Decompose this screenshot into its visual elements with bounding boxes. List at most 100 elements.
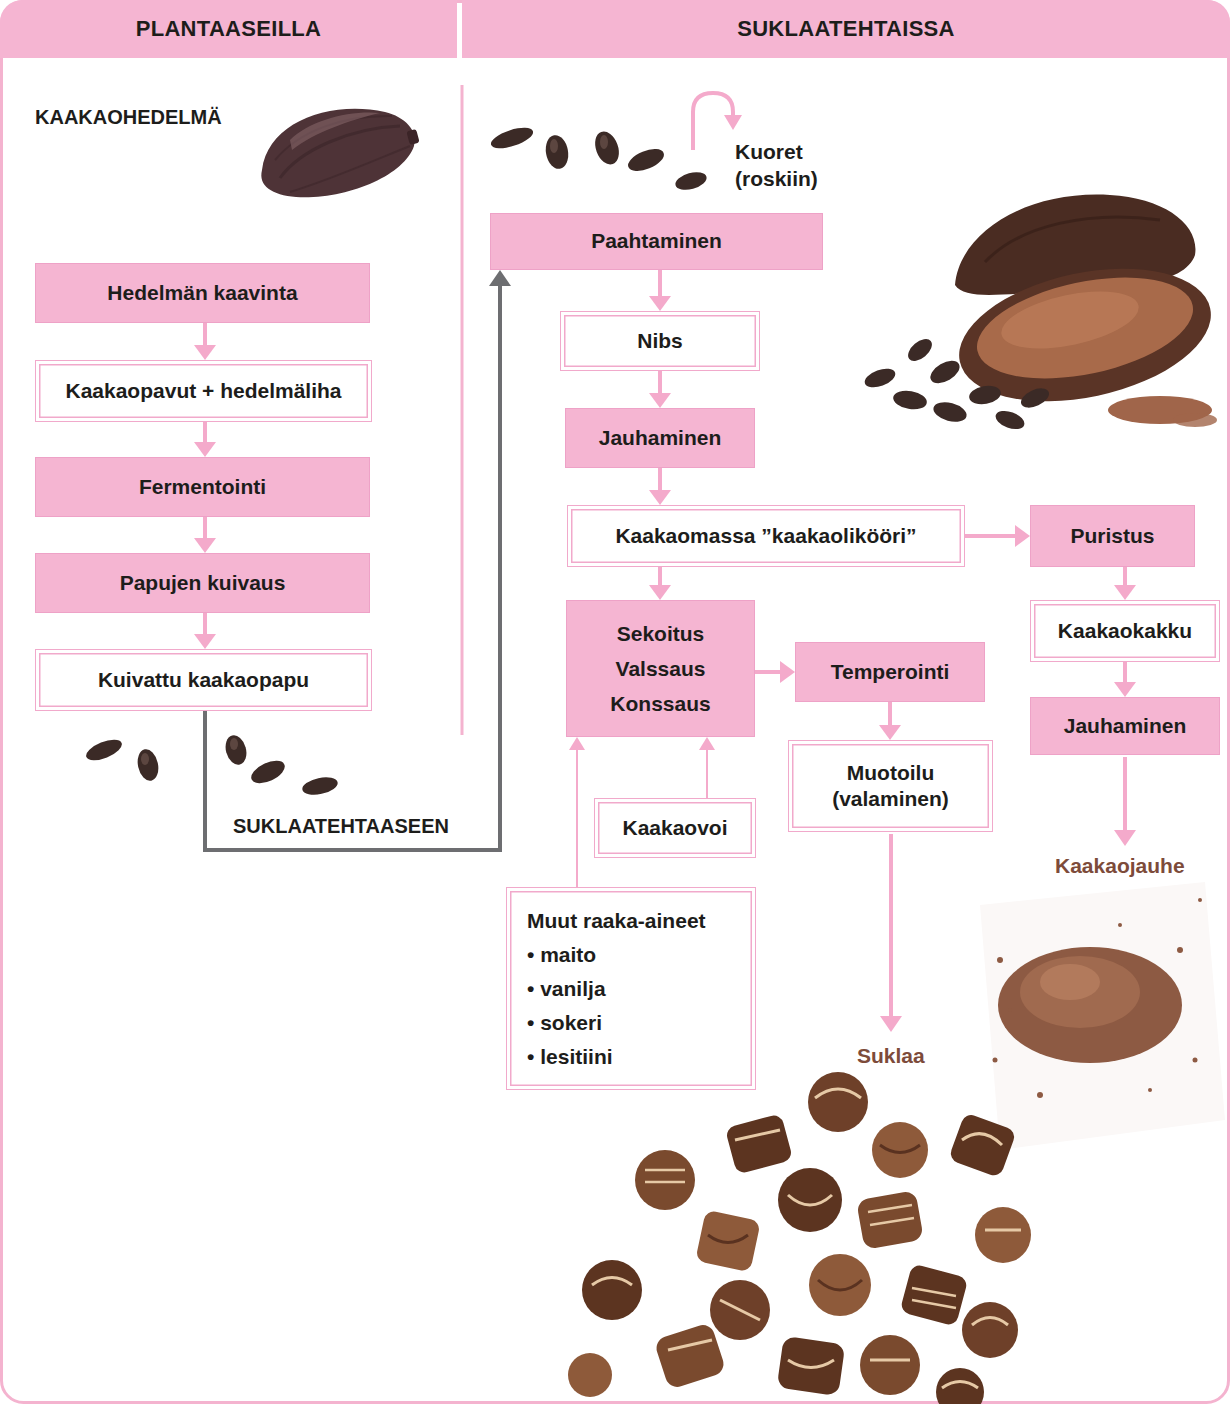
- product-box: Muotoilu (valaminen): [788, 740, 993, 832]
- flow-arrow: [699, 737, 715, 798]
- chocolates: [635, 1150, 695, 1210]
- cocoa-powder: [1177, 947, 1183, 953]
- arrow-head: [194, 538, 216, 553]
- process-step: Fermentointi: [35, 457, 370, 517]
- product-arrow: [889, 834, 893, 1018]
- box-label: Nibs: [637, 328, 683, 354]
- process-step: Temperointi: [795, 642, 985, 702]
- cocoa-bean: [489, 124, 536, 153]
- box-label: SUKLAATEHTAISSA: [737, 15, 955, 43]
- cocoa-powder: [1118, 923, 1122, 927]
- cocoa-bean: [222, 733, 249, 767]
- flow-arrow: [569, 737, 585, 887]
- column-divider: [461, 85, 464, 735]
- chocolates: [962, 1134, 1002, 1145]
- chocolates: [962, 1302, 1018, 1358]
- box-label: Kaakaokakku: [1058, 618, 1192, 644]
- connector-line: [203, 323, 207, 345]
- product-box: Nibs: [560, 311, 760, 371]
- box-label: PLANTAASEILLA: [136, 15, 322, 43]
- product-arrow: [1123, 757, 1127, 832]
- connector-line: [658, 270, 662, 296]
- flow-arrow: [649, 371, 671, 408]
- flow-arrow: [879, 702, 901, 740]
- chocolates: [668, 1340, 712, 1350]
- cocoa-fruit: [261, 109, 414, 197]
- connector-line: [706, 750, 708, 798]
- flow-arrow: [649, 270, 671, 311]
- chocolates: [735, 1130, 780, 1140]
- arrow-head: [569, 737, 585, 750]
- connector-line: [888, 702, 892, 725]
- flow-arrow: [649, 567, 671, 600]
- product-label: Kaakaojauhe: [1055, 852, 1185, 879]
- connector-line: [203, 422, 207, 442]
- cocoa-powder: [1148, 1088, 1152, 1092]
- chocolates: [868, 1205, 914, 1225]
- chocolates: [972, 1318, 1008, 1326]
- chocolates: [778, 1168, 842, 1232]
- opened-cocoa-pod: [927, 356, 964, 388]
- column-header: SUKLAATEHTAISSA: [462, 0, 1230, 58]
- opened-cocoa-pod: [892, 388, 929, 412]
- process-step: Jauhaminen: [1030, 697, 1220, 755]
- cocoa-powder: [993, 1058, 998, 1063]
- box-label: Temperointi: [831, 659, 950, 685]
- chocolates: [870, 1359, 910, 1362]
- box-label: Konssaus: [610, 686, 710, 721]
- chocolates: [568, 1072, 1031, 1404]
- box-label: Sekoitus: [617, 616, 705, 651]
- chocolates: [582, 1260, 642, 1320]
- opened-cocoa-pod: [968, 260, 1202, 396]
- cocoa-bean: [135, 747, 161, 782]
- chocolates: [695, 1210, 761, 1273]
- list-item: • vanilja: [527, 972, 606, 1006]
- cocoa-powder: [1040, 964, 1100, 1000]
- connector-line: [658, 567, 662, 585]
- chocolates: [912, 1288, 956, 1308]
- opened-cocoa-pod: [993, 407, 1027, 432]
- box-label: Puristus: [1070, 523, 1154, 549]
- flow-arrow: [1114, 567, 1136, 600]
- cocoa-fruit: [261, 109, 419, 197]
- chocolates: [592, 1278, 632, 1286]
- cocoa-powder: [1193, 1058, 1198, 1063]
- cocoa-bean: [673, 169, 708, 193]
- chocolates: [872, 1122, 928, 1178]
- product-box: Kaakaomassa ”kaakaolikööri”: [567, 505, 965, 567]
- column-header: PLANTAASEILLA: [0, 0, 457, 58]
- shell-arrow: [693, 93, 742, 150]
- chocolates: [809, 1254, 871, 1316]
- chocolates: [942, 1382, 978, 1389]
- cocoa-powder: [1020, 956, 1140, 1028]
- list-item: • sokeri: [527, 1006, 602, 1040]
- product-arrow: [880, 1016, 902, 1032]
- opened-cocoa-pod: [947, 248, 1223, 423]
- opened-cocoa-pod: [931, 399, 969, 425]
- opened-cocoa-pod: [862, 195, 1223, 433]
- chocolates: [720, 1300, 760, 1320]
- cocoa-powder: [980, 882, 1225, 1150]
- list-item: • lesitiini: [527, 1040, 613, 1074]
- connector-line: [965, 534, 1015, 538]
- opened-cocoa-pod: [862, 365, 898, 391]
- opened-cocoa-pod: [1173, 413, 1217, 427]
- arrow-head: [194, 442, 216, 457]
- cocoa-bean: [83, 733, 339, 798]
- process-step: Jauhaminen: [565, 408, 755, 468]
- cocoa-bean: [591, 128, 623, 167]
- chocolates: [818, 1280, 862, 1290]
- cocoa-bean: [625, 145, 667, 176]
- connector-line: [658, 468, 662, 490]
- arrow-head: [649, 585, 671, 600]
- connector-label: SUKLAATEHTAASEEN: [231, 815, 451, 838]
- box-label: Hedelmän kaavinta: [107, 280, 297, 306]
- opened-cocoa-pod: [985, 217, 1160, 262]
- flow-arrow: [649, 468, 671, 505]
- box-label: Paahtaminen: [591, 228, 722, 254]
- chocolates: [815, 1089, 861, 1098]
- box-label: Kaakaovoi: [622, 815, 727, 841]
- chocolates: [975, 1207, 1031, 1263]
- chocolates: [568, 1353, 612, 1397]
- flow-arrow: [194, 422, 216, 457]
